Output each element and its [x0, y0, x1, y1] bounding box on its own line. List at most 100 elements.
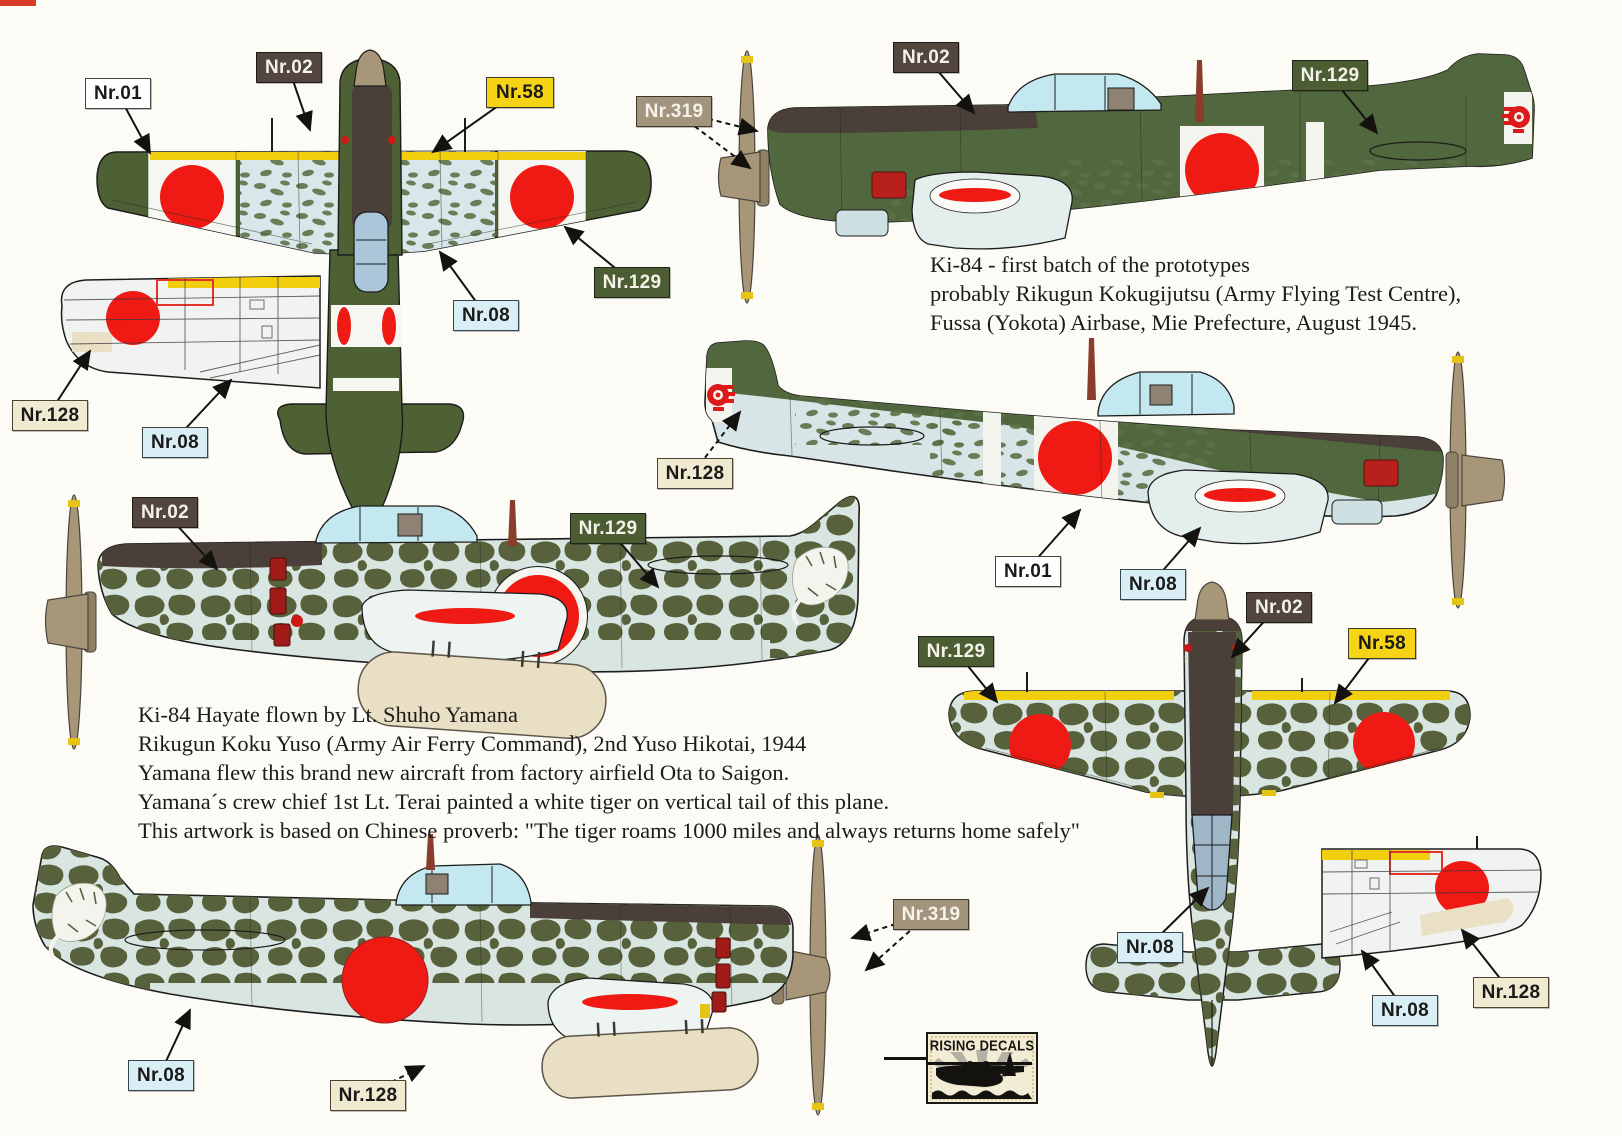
aircraft-side-view-yamana-right-facing — [32, 834, 831, 1116]
decal-label-nr02: Nr.02 — [1246, 592, 1312, 623]
white-tiger-artwork — [48, 882, 107, 960]
tail-unit-emblem — [1502, 106, 1530, 133]
decal-label-nr02: Nr.02 — [256, 52, 322, 83]
decal-label-nr128: Nr.128 — [330, 1080, 406, 1111]
decal-label-nr129: Nr.129 — [1292, 60, 1368, 91]
decal-label-nr08: Nr.08 — [1372, 995, 1438, 1026]
hinomaru-right-wing — [510, 165, 574, 229]
wingroot-marker-left — [341, 136, 349, 144]
antiglare-panel — [352, 84, 392, 230]
leading-edge-yellow-left — [964, 691, 1174, 700]
prototype-caption: Ki-84 - first batch of the prototypes pro… — [930, 250, 1461, 337]
gunsight — [1149, 384, 1173, 406]
gear-door — [835, 209, 889, 237]
flying-boat-silhouette — [928, 1052, 1032, 1087]
decal-label-nr128: Nr.128 — [657, 458, 733, 489]
logo-title: RISING DECALS — [930, 1038, 1034, 1054]
decal-label-nr58: Nr.58 — [486, 77, 554, 108]
antenna-mast — [508, 500, 517, 546]
leading-edge-yellow — [168, 277, 320, 288]
antiglare-panel — [1188, 632, 1236, 815]
wingroot-marker-right — [388, 136, 396, 144]
decal-label-nr128: Nr.128 — [1473, 977, 1549, 1008]
cowl-flaps-red — [711, 937, 731, 1013]
antiglare-panel — [530, 903, 791, 925]
caption-line: This artwork is based on Chinese proverb… — [138, 818, 1080, 843]
decal-label-nr08: Nr.08 — [142, 427, 208, 458]
aircraft-side-view-yamana-left-facing — [44, 494, 861, 750]
decal-label-nr02: Nr.02 — [893, 42, 959, 73]
decal-label-nr08: Nr.08 — [1120, 569, 1186, 600]
aircraft-side-view-prototype-left-facing — [717, 50, 1535, 304]
hinomaru — [341, 936, 429, 1024]
decal-label-nr129: Nr.129 — [918, 636, 994, 667]
cream-strip — [1420, 898, 1514, 936]
spinner — [1194, 581, 1230, 621]
hinomaru-left-wing — [160, 165, 224, 229]
white-tiger-artwork — [791, 546, 849, 626]
antenna-mast — [1195, 60, 1204, 122]
drop-tank — [541, 1027, 759, 1099]
far-stabilizer-edge — [124, 929, 286, 951]
wing-root-fairing — [361, 589, 568, 662]
decal-label-nr08: Nr.08 — [453, 300, 519, 331]
hinomaru — [1038, 421, 1112, 495]
hinomaru-fuselage-left — [337, 307, 351, 345]
caption-line: Ki-84 - first batch of the prototypes — [930, 252, 1250, 277]
far-stabilizer-edge — [819, 426, 925, 446]
cowl-flaps-red — [269, 557, 291, 647]
far-wing-hinomaru-stripe — [582, 994, 678, 1010]
spinner — [785, 949, 831, 1001]
antenna-mast — [1087, 338, 1096, 400]
cream-patch — [72, 332, 112, 352]
decal-label-nr08: Nr.08 — [128, 1060, 194, 1091]
leading-edge-yellow — [1322, 850, 1430, 860]
callout-arrow — [672, 109, 752, 170]
decal-label-nr01: Nr.01 — [85, 78, 151, 109]
decal-label-nr01: Nr.01 — [995, 556, 1061, 587]
caption-line: Fussa (Yokota) Airbase, Mie Prefecture, … — [930, 310, 1418, 335]
decal-label-nr129: Nr.129 — [594, 267, 670, 298]
tail-unit-emblem — [707, 384, 735, 411]
caption-line: Ki-84 Hayate flown by Lt. Shuho Yamana — [138, 702, 518, 727]
gear-door — [1331, 499, 1383, 525]
callout-arrow — [672, 109, 759, 136]
decal-label-nr129: Nr.129 — [570, 513, 646, 544]
canopy — [315, 505, 478, 544]
decal-label-nr58: Nr.58 — [1348, 628, 1416, 659]
far-wing-hinomaru-stripe — [939, 188, 1011, 202]
hinomaru — [106, 291, 160, 345]
spinner — [1461, 454, 1506, 507]
decal-label-nr319: Nr.319 — [636, 96, 712, 127]
fuselage-white-band-2 — [333, 378, 399, 391]
aircraft-side-view-prototype-right-facing — [704, 338, 1506, 609]
far-wing-hinomaru-stripe — [1204, 488, 1276, 502]
caption-line: Yamana´s crew chief 1st Lt. Terai painte… — [138, 789, 890, 814]
propeller-backplate — [1445, 451, 1459, 509]
far-wing-hinomaru-stripe — [415, 608, 515, 624]
leading-edge-yellow-right — [380, 152, 586, 160]
cowl-ring — [1184, 618, 1242, 631]
wing-fragment-left — [60, 275, 321, 389]
far-stabilizer-edge — [647, 555, 789, 575]
gunsight — [397, 513, 423, 537]
hinomaru — [1185, 133, 1259, 207]
scan-corner-mark — [0, 0, 36, 6]
cowl-flap-red — [871, 171, 907, 199]
gunsight — [1107, 87, 1135, 111]
hinomaru — [1435, 861, 1489, 915]
water-waves — [932, 1090, 1032, 1099]
cowl-flap-red — [1363, 459, 1399, 487]
rising-decals-logo: RISING DECALS — [926, 1032, 1038, 1104]
caption-line: probably Rikugun Kokugijutsu (Army Flyin… — [930, 281, 1462, 306]
caption-line: Rikugun Koku Yuso (Army Air Ferry Comman… — [138, 731, 807, 756]
aircraft-top-view-prototype — [96, 49, 652, 534]
drop-tank — [357, 651, 607, 740]
fuselage-white-band — [983, 408, 1001, 500]
caption-line: Yamana flew this brand new aircraft from… — [138, 760, 790, 785]
canopy — [353, 211, 389, 293]
decal-label-nr319: Nr.319 — [893, 899, 969, 930]
